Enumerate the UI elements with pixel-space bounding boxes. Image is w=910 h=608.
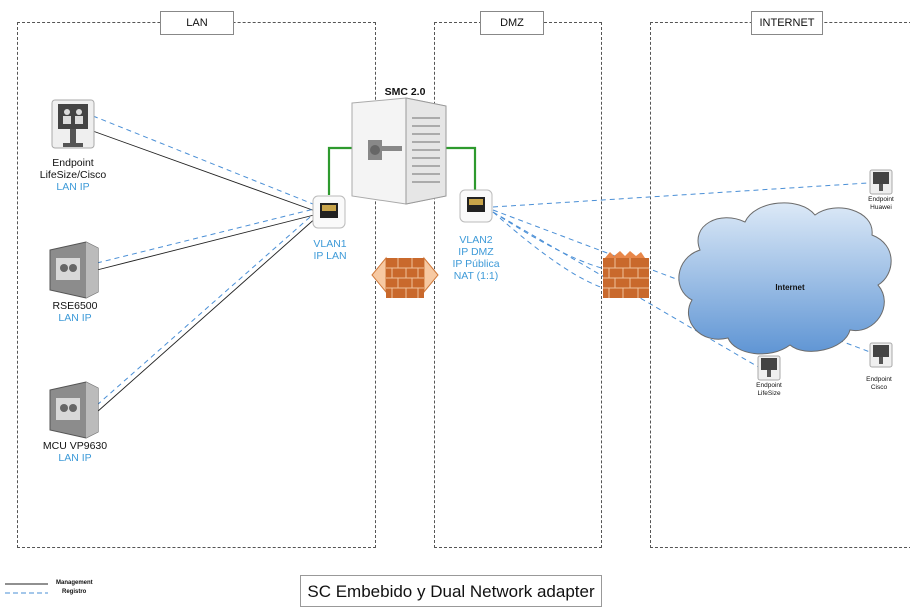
internet-cloud-icon — [678, 202, 892, 355]
smc-server-icon — [351, 97, 447, 205]
vlan1-line1: VLAN1 — [313, 238, 347, 250]
diagram-caption: SC Embebido y Dual Network adapter — [300, 575, 602, 607]
mcu-server-icon — [49, 381, 99, 439]
huawei-endpoint-line2: Huawei — [870, 204, 892, 211]
internet-firewall-icon — [603, 251, 649, 298]
telepresence-endpoint-icon — [51, 99, 95, 149]
lifesize-endpoint-line2: LifeSize — [757, 390, 781, 397]
lan-endpoint-ip: LAN IP — [56, 181, 90, 193]
mcu-ip: LAN IP — [58, 452, 92, 464]
rse6500-server-icon — [49, 241, 99, 299]
rse6500-name: RSE6500 — [52, 300, 98, 312]
internet-zone-label: INTERNET — [751, 11, 823, 35]
management-links — [89, 129, 319, 413]
lan-endpoint-name2: LifeSize/Cisco — [39, 169, 107, 181]
vlan2-line4: NAT (1:1) — [453, 270, 499, 282]
cisco-endpoint-line1: Endpoint — [866, 376, 892, 383]
vlan1-line2: IP LAN — [313, 250, 347, 262]
vlan2-line1: VLAN2 — [459, 234, 493, 246]
vlan2-port-icon — [459, 189, 493, 223]
vlan1-port-icon — [312, 195, 346, 229]
vlan2-line3: IP Pública — [452, 258, 500, 270]
green-links — [327, 146, 477, 195]
huawei-endpoint-line1: Endpoint — [868, 196, 894, 203]
dmz-zone-label: DMZ — [480, 11, 544, 35]
cisco-endpoint-line2: Cisco — [870, 384, 888, 391]
lan-endpoint-name1: Endpoint — [52, 157, 94, 169]
mcu-name: MCU VP9630 — [42, 440, 108, 452]
lifesize-endpoint-line1: Endpoint — [756, 382, 782, 389]
rse6500-ip: LAN IP — [58, 312, 92, 324]
legend-registro-label: Registro — [62, 589, 87, 595]
vlan2-line2: IP DMZ — [458, 246, 494, 258]
legend-management-label: Management — [56, 580, 93, 586]
firewall-icon — [371, 256, 439, 298]
lifesize-endpoint-icon — [757, 355, 781, 381]
lan-zone-label: LAN — [160, 11, 234, 35]
cisco-endpoint-icon — [869, 342, 893, 368]
huawei-endpoint-icon — [869, 169, 893, 195]
cloud-label: Internet — [775, 283, 805, 292]
smc-title: SMC 2.0 — [384, 86, 426, 98]
